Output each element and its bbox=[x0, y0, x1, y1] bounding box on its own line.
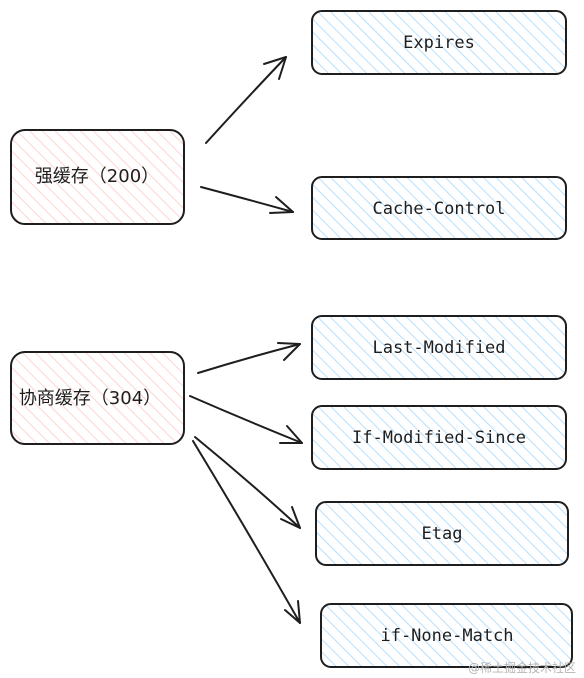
node-last-modified-label: Last-Modified bbox=[372, 338, 505, 358]
node-if-modified-since-label: If-Modified-Since bbox=[352, 428, 526, 448]
node-cache-control: Cache-Control bbox=[311, 176, 567, 240]
node-strong-cache: 强缓存（200） bbox=[10, 129, 185, 225]
edge-negotiate-to-etag bbox=[194, 436, 301, 529]
edge-strong-to-cache-control bbox=[200, 186, 294, 214]
node-last-modified: Last-Modified bbox=[311, 315, 567, 380]
node-etag: Etag bbox=[315, 501, 569, 566]
edge-negotiate-to-last-modified bbox=[197, 342, 301, 374]
watermark: @稀土掘金技术社区 bbox=[467, 661, 576, 675]
node-if-none-match-label: if-None-Match bbox=[380, 626, 513, 646]
edge-negotiate-to-if-none-match bbox=[192, 440, 301, 624]
node-negotiate-cache: 协商缓存（304） bbox=[10, 351, 185, 445]
node-strong-cache-label: 强缓存（200） bbox=[35, 166, 159, 187]
node-if-modified-since: If-Modified-Since bbox=[311, 405, 567, 470]
node-cache-control-label: Cache-Control bbox=[372, 199, 505, 219]
edge-strong-to-expires bbox=[205, 56, 287, 144]
edge-negotiate-to-if-modified-since bbox=[189, 395, 303, 444]
node-negotiate-cache-label: 协商缓存（304） bbox=[19, 388, 161, 409]
edges bbox=[189, 56, 303, 624]
node-etag-label: Etag bbox=[422, 524, 463, 544]
node-if-none-match: if-None-Match bbox=[320, 603, 573, 668]
node-expires: Expires bbox=[311, 10, 567, 75]
node-expires-label: Expires bbox=[403, 33, 475, 53]
